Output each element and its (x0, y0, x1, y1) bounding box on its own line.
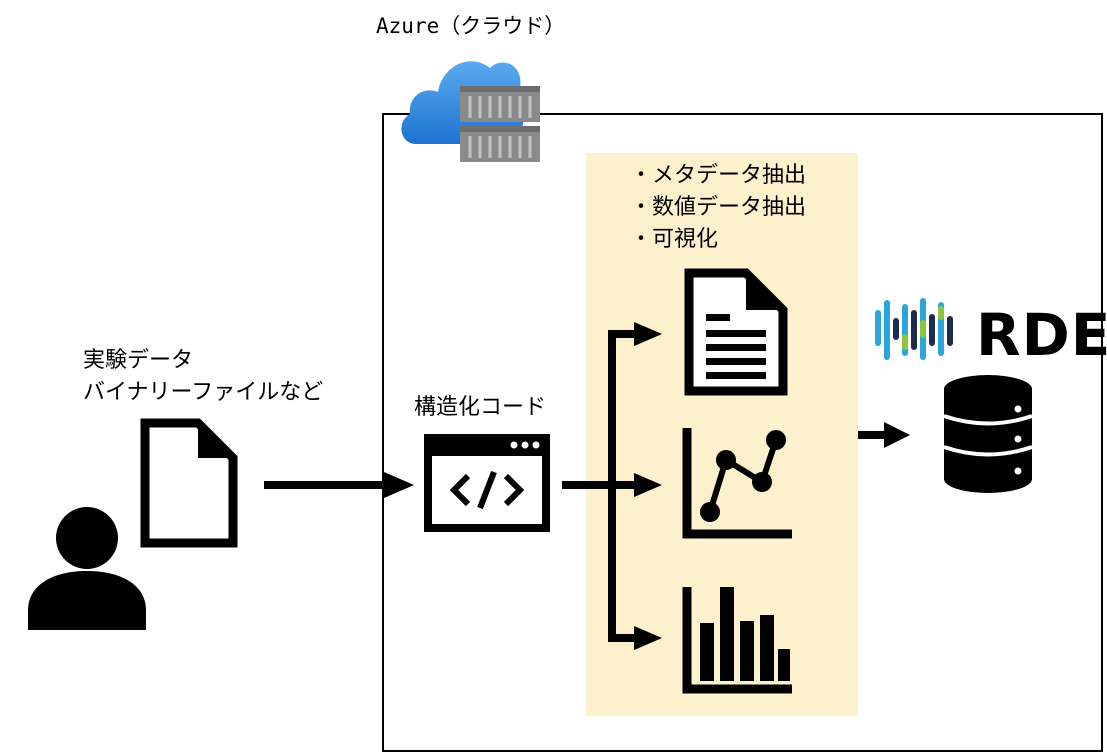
rde-logo-text: RDE (976, 301, 1107, 369)
input-label-line-2: バイナリーファイルなど (83, 380, 324, 405)
file-icon (140, 418, 238, 548)
feature-numeric: ・数値データ抽出 (630, 195, 807, 220)
branch-arrows (562, 322, 662, 650)
arrow-input-to-code (264, 472, 414, 498)
code-window-icon (424, 434, 550, 532)
azure-cloud-container-icon (401, 61, 540, 162)
cloud-boundary (382, 113, 1103, 752)
document-icon (684, 268, 788, 396)
input-label: 実験データ バイナリーファイルなど (83, 345, 323, 409)
cloud-label: Azure（クラウド） (376, 14, 566, 38)
feature-list: ・メタデータ抽出 ・数値データ抽出 ・可視化 (630, 160, 806, 256)
database-icon (943, 375, 1033, 493)
bar-chart-icon (682, 587, 792, 694)
arrow-to-database (858, 422, 910, 448)
user-icon (28, 507, 146, 630)
rde-logo-icon (875, 298, 953, 360)
feature-visualize: ・可視化 (630, 227, 719, 252)
code-label: 構造化コード (414, 395, 547, 420)
feature-metadata: ・メタデータ抽出 (630, 163, 807, 188)
line-chart-icon (682, 428, 792, 539)
input-label-line-1: 実験データ (83, 348, 194, 373)
